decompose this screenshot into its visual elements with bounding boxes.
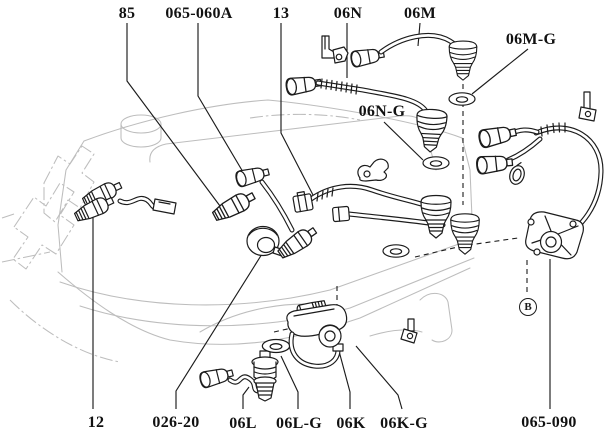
part-drawing-06m-g-washer — [448, 92, 476, 106]
part-drawing-85 — [209, 187, 259, 225]
callout-06l-g[interactable]: 06L-G — [276, 415, 322, 432]
part-drawing-065-090 — [475, 122, 604, 260]
hook-clamp — [357, 158, 389, 182]
part-drawing-065-060a — [233, 163, 321, 262]
part-drawing-06l-g-washer — [261, 338, 291, 354]
part-drawing-06k-g-grommet — [318, 324, 342, 348]
callout-06l[interactable]: 06L — [229, 415, 257, 432]
callout-06n[interactable]: 06N — [333, 5, 363, 22]
part-drawing-06m — [349, 32, 478, 81]
bracket-clip-right — [578, 91, 597, 122]
bracket-clips-top — [321, 35, 349, 64]
leader-lines — [92, 22, 551, 410]
part-drawing-06n — [284, 73, 448, 154]
detail-callout-b[interactable]: B — [519, 298, 537, 316]
callout-13[interactable]: 13 — [272, 5, 290, 22]
part-drawing-026-20 — [246, 225, 288, 257]
callout-065-060a[interactable]: 065-060A — [165, 5, 233, 22]
callout-06m[interactable]: 06M — [403, 5, 437, 22]
callout-06k-g[interactable]: 06K-G — [380, 415, 428, 432]
part-drawing-06n-g-washer — [422, 156, 450, 170]
callout-85[interactable]: 85 — [118, 5, 136, 22]
callout-026-20[interactable]: 026-20 — [152, 414, 200, 431]
callout-06m-g[interactable]: 06M-G — [505, 31, 557, 48]
callout-12[interactable]: 12 — [87, 414, 105, 431]
callout-06n-g[interactable]: 06N-G — [358, 103, 406, 120]
callout-065-090[interactable]: 065-090 — [521, 414, 577, 431]
engine-ghost-outline — [1, 99, 475, 363]
part-drawing-12 — [72, 177, 177, 225]
part-drawing-06l — [197, 350, 279, 402]
bracket-clip-bottom-right — [400, 318, 418, 344]
part-drawing-13-harness — [292, 183, 480, 258]
callout-06k[interactable]: 06K — [336, 415, 366, 432]
